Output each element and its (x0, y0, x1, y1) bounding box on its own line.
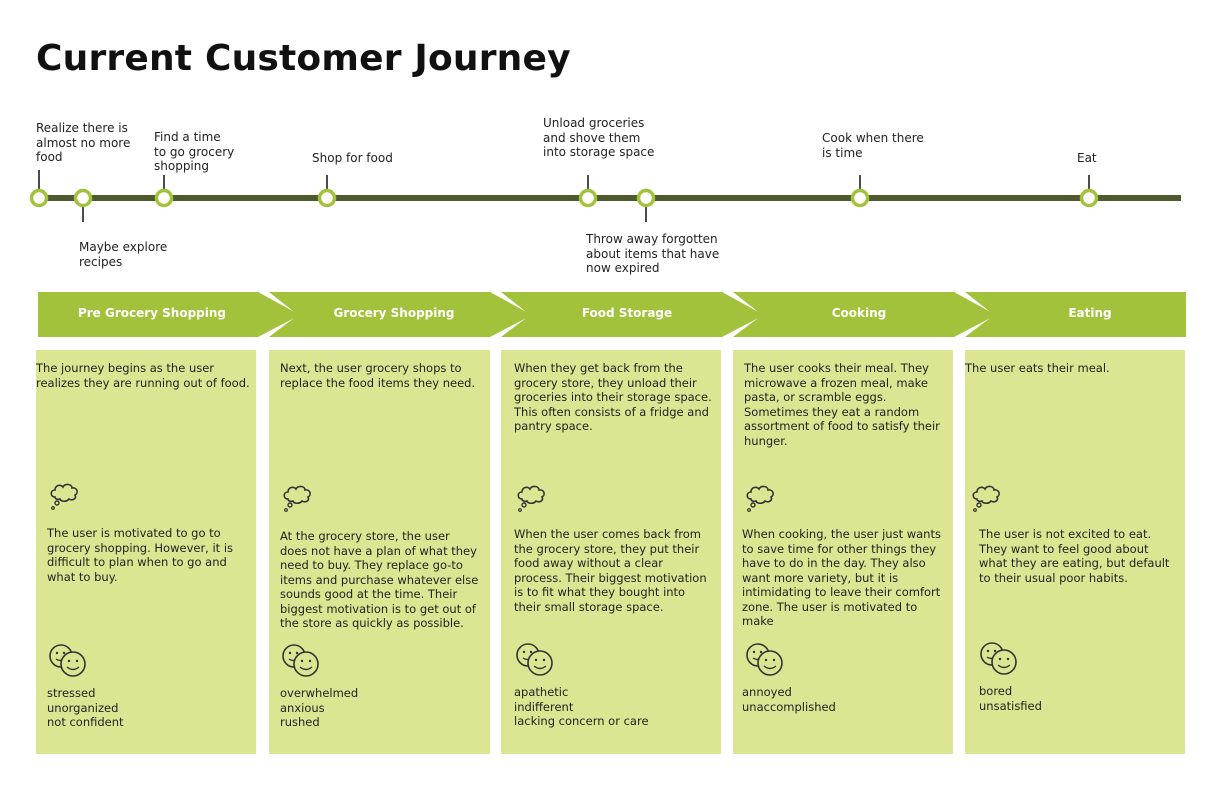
page-title: Current Customer Journey (36, 38, 571, 79)
phase-chevron-eating (965, 292, 1186, 337)
thought-bubble-icon (283, 485, 311, 512)
phase-feelings: annoyed unaccomplished (742, 685, 836, 714)
thought-bubble-icon (50, 483, 78, 510)
timeline-label-unload: Unload groceries and shove them into sto… (543, 116, 654, 160)
phase-thoughts: The user is motivated to go to grocery s… (47, 526, 234, 584)
phase-thoughts: The user is not excited to eat. They wan… (979, 527, 1170, 585)
thought-bubble-icon (746, 485, 774, 512)
phase-card-storage: When they get back from the grocery stor… (501, 350, 721, 754)
timeline-label-realize: Realize there is almost no more food (36, 121, 130, 165)
timeline-node (73, 188, 93, 208)
timeline-node (29, 188, 49, 208)
timeline-node (850, 188, 870, 208)
phase-description: The journey begins as the user realizes … (36, 361, 250, 390)
phase-chevron-pre-grocery (38, 292, 300, 337)
phase-feelings: stressed unorganized not confident (47, 686, 124, 729)
timeline-node (636, 188, 656, 208)
phase-thoughts: When the user comes back from the grocer… (514, 527, 707, 614)
timeline-label-text: Unload groceries and shove them into sto… (543, 116, 655, 159)
phase-description: The user eats their meal. (965, 361, 1110, 375)
timeline-label-cook: Cook when there is time (822, 131, 924, 160)
phase-thoughts: When cooking, the user just wants to sav… (742, 527, 941, 628)
faces-icon (980, 642, 1017, 675)
phase-feelings: apathetic indifferent lacking concern or… (514, 685, 649, 728)
faces-icon (49, 644, 86, 677)
phase-description: When they get back from the grocery stor… (514, 361, 712, 433)
phase-thoughts: At the grocery store, the user does not … (280, 529, 479, 630)
timeline-label-eat: Eat (1077, 151, 1097, 166)
timeline-node (317, 188, 337, 208)
timeline (29, 170, 1181, 222)
timeline-label-explore: Maybe explore recipes (79, 240, 167, 269)
phase-title-eating: Eating (1068, 306, 1112, 320)
phase-card-pre-grocery: The journey begins as the user realizes … (36, 350, 256, 754)
thought-bubble-icon (517, 485, 545, 512)
timeline-label-throw-away: Throw away forgotten about items that ha… (586, 232, 719, 276)
timeline-label-text: Eat (1077, 151, 1097, 165)
phase-description: The user cooks their meal. They microwav… (744, 361, 940, 448)
phase-chevron-storage (501, 292, 764, 337)
timeline-node (154, 188, 174, 208)
phase-card-grocery: Next, the user grocery shops to replace … (269, 350, 490, 754)
timeline-node (578, 188, 598, 208)
phase-card-cooking: The user cooks their meal. They microwav… (733, 350, 953, 754)
faces-icon (516, 643, 553, 676)
timeline-label-text: Throw away forgotten about items that ha… (586, 232, 720, 275)
phase-feelings: overwhelmed anxious rushed (280, 686, 359, 729)
phase-title-grocery: Grocery Shopping (333, 306, 455, 320)
phase-chevron-cooking (733, 292, 996, 337)
timeline-label-text: Shop for food (312, 151, 393, 165)
phase-title-cooking: Cooking (831, 306, 887, 320)
timeline-label-text: Realize there is almost no more food (36, 121, 131, 164)
phase-feelings: bored unsatisfied (979, 684, 1042, 713)
timeline-label-text: Maybe explore recipes (79, 240, 168, 269)
timeline-node (1079, 188, 1099, 208)
phase-chevron-grocery (269, 292, 532, 337)
faces-icon (746, 643, 783, 676)
phase-card-eating: The user eats their meal. The user is no… (965, 350, 1185, 754)
phase-title-pre-grocery: Pre Grocery Shopping (77, 306, 227, 320)
phase-description: Next, the user grocery shops to replace … (280, 361, 476, 390)
phase-title-storage: Food Storage (581, 306, 673, 320)
faces-icon (282, 644, 319, 677)
timeline-label-text: Find a time to go grocery shopping (154, 130, 235, 173)
thought-bubble-icon (972, 485, 1000, 512)
timeline-label-text: Cook when there is time (822, 131, 924, 160)
timeline-label-shop: Shop for food (312, 151, 393, 166)
phase-bar (38, 292, 1186, 337)
timeline-label-find-time: Find a time to go grocery shopping (154, 130, 234, 174)
